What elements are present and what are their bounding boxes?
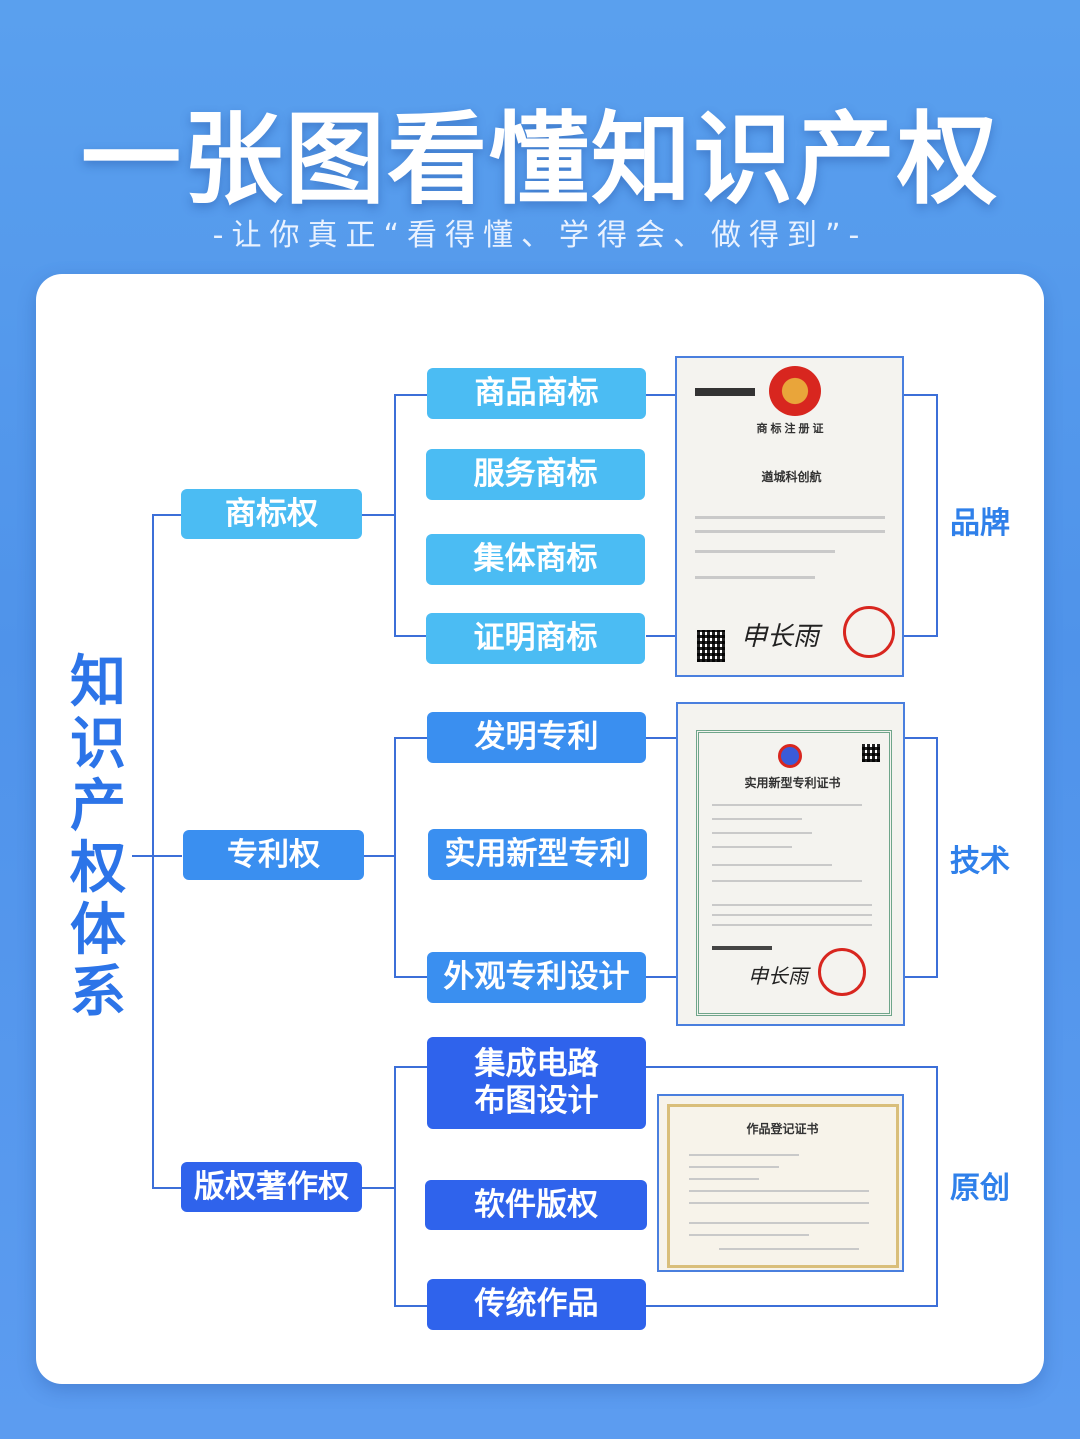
cert-text-line bbox=[712, 880, 862, 882]
national-emblem-icon bbox=[769, 366, 821, 416]
qr-code-icon bbox=[697, 630, 725, 662]
trademark-cert-name: 遒城科创航 bbox=[761, 470, 822, 484]
root-link-patent bbox=[132, 855, 182, 857]
patent-cert-title: 实用新型专利证书 bbox=[744, 776, 841, 790]
item-traditional-works[interactable]: 传统作品 bbox=[427, 1279, 646, 1330]
cert-text-line bbox=[695, 550, 835, 553]
signature-image: 申长雨 bbox=[741, 622, 820, 652]
cert-text-line bbox=[695, 516, 885, 519]
patent-logo-icon bbox=[778, 744, 802, 768]
root-spine bbox=[152, 514, 154, 1188]
bracket-original-spine bbox=[936, 1066, 938, 1306]
bracket-tech-top bbox=[905, 737, 938, 739]
copyright-cert-title: 作品登记证书 bbox=[746, 1122, 819, 1136]
cert-text-line bbox=[712, 804, 862, 806]
branch-trademark-spine bbox=[394, 394, 396, 636]
trademark-item-link-4 bbox=[394, 635, 427, 637]
patent-item-link-3 bbox=[394, 976, 427, 978]
item-design-patent[interactable]: 外观专利设计 bbox=[427, 952, 646, 1003]
cert-text-line bbox=[689, 1202, 869, 1204]
branch-patent-spine bbox=[394, 737, 396, 977]
branch-patent-link bbox=[364, 855, 394, 857]
branch-patent[interactable]: 专利权 bbox=[183, 830, 364, 880]
patent-item-link-1 bbox=[394, 737, 427, 739]
cert-text-line bbox=[689, 1234, 809, 1236]
cert-text-line bbox=[719, 1248, 859, 1250]
branch-trademark[interactable]: 商标权 bbox=[181, 489, 362, 539]
root-link-trademark bbox=[152, 514, 182, 516]
side-label-original: 原创 bbox=[950, 1171, 1010, 1206]
bracket-tech-bottom bbox=[905, 976, 938, 978]
qr-code-icon bbox=[862, 744, 880, 762]
cert-text-line bbox=[712, 904, 872, 906]
copyright-certificate-image: 作品登记证书 bbox=[657, 1094, 904, 1272]
branch-copyright-spine bbox=[394, 1066, 396, 1306]
red-seal-icon bbox=[818, 948, 866, 996]
root-link-copyright bbox=[152, 1187, 182, 1189]
copyright-item-link-3 bbox=[394, 1305, 427, 1307]
trademark-certificate-image: 商标注册证 遒城科创航 申长雨 bbox=[675, 356, 904, 677]
branch-copyright[interactable]: 版权著作权 bbox=[181, 1162, 362, 1212]
trademark-cert-link-top bbox=[646, 394, 676, 396]
item-goods-trademark[interactable]: 商品商标 bbox=[427, 368, 646, 419]
cert-text-line bbox=[712, 914, 872, 916]
cert-border-frame bbox=[696, 730, 892, 1016]
cert-text-line bbox=[712, 832, 812, 834]
item-ic-layout-design[interactable]: 集成电路 布图设计 bbox=[427, 1037, 646, 1129]
cert-header-strip bbox=[695, 388, 755, 396]
item-invention-patent[interactable]: 发明专利 bbox=[427, 712, 646, 763]
copyright-cert-link-bottom bbox=[646, 1305, 938, 1307]
cert-text-line bbox=[695, 530, 885, 533]
item-certification-trademark[interactable]: 证明商标 bbox=[426, 613, 645, 664]
bracket-brand-spine bbox=[936, 394, 938, 636]
cert-text-line bbox=[712, 924, 872, 926]
item-utility-model-patent[interactable]: 实用新型专利 bbox=[428, 829, 647, 880]
item-service-trademark[interactable]: 服务商标 bbox=[426, 449, 645, 500]
cert-border-frame bbox=[667, 1104, 899, 1268]
trademark-item-link-1 bbox=[394, 394, 427, 396]
bracket-brand-top bbox=[904, 394, 938, 396]
item-collective-trademark[interactable]: 集体商标 bbox=[426, 534, 645, 585]
patent-certificate-image: 实用新型专利证书 申长雨 bbox=[676, 702, 905, 1026]
patent-cert-link-top bbox=[646, 737, 676, 739]
trademark-cert-title: 商标注册证 bbox=[756, 422, 827, 435]
trademark-cert-link-bottom bbox=[646, 635, 676, 637]
copyright-item-link-1 bbox=[394, 1066, 427, 1068]
branch-trademark-link bbox=[362, 514, 394, 516]
root-label: 知识产权体系 bbox=[66, 652, 130, 1024]
cert-text-line bbox=[689, 1190, 869, 1192]
cert-text-line bbox=[712, 864, 832, 866]
page-title: 一张图看懂知识产权 bbox=[81, 101, 999, 218]
cert-text-line bbox=[712, 818, 802, 820]
copyright-cert-link-top bbox=[646, 1066, 938, 1068]
item-software-copyright[interactable]: 软件版权 bbox=[425, 1180, 647, 1230]
barcode-line bbox=[712, 946, 772, 950]
cert-text-line bbox=[689, 1222, 869, 1224]
bracket-tech-spine bbox=[936, 737, 938, 977]
cert-text-line bbox=[689, 1178, 759, 1180]
cert-text-line bbox=[712, 846, 792, 848]
page-subtitle: -让你真正“看得懂、学得会、做得到”- bbox=[212, 218, 868, 253]
branch-copyright-link bbox=[362, 1187, 394, 1189]
red-seal-icon bbox=[843, 606, 895, 658]
patent-cert-link-bottom bbox=[646, 976, 676, 978]
signature-image: 申长雨 bbox=[748, 964, 808, 988]
cert-text-line bbox=[695, 576, 815, 579]
bracket-brand-bottom bbox=[904, 635, 938, 637]
side-label-brand: 品牌 bbox=[950, 506, 1010, 541]
cert-text-line bbox=[689, 1166, 779, 1168]
cert-text-line bbox=[689, 1154, 799, 1156]
root-label-text: 知识产权体系 bbox=[70, 650, 126, 1025]
side-label-tech: 技术 bbox=[950, 844, 1010, 879]
